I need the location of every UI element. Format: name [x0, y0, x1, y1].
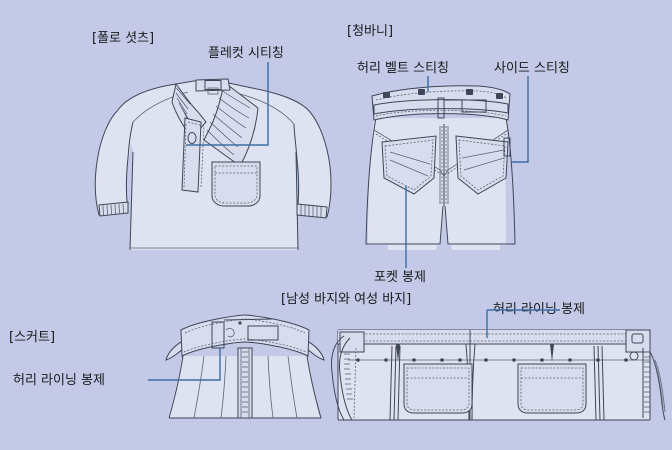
heading-skirt: [스커트] — [9, 330, 56, 345]
heading-jeans: [청바니] — [347, 24, 394, 39]
annotation-waist-belt-stitching: 허리 벨트 스티칭 — [357, 61, 449, 76]
annotation-pocket-sewing: 포켓 봉제 — [374, 270, 426, 285]
leader-side-stitching — [512, 76, 529, 163]
polo-shirt-figure — [94, 78, 332, 251]
leader-waist-lining-sewing — [148, 348, 221, 381]
pants-belt-loop-dots — [356, 358, 628, 362]
annotation-side-stitching: 사이드 스티칭 — [494, 61, 570, 76]
mens-womens-pants-figure — [331, 329, 666, 421]
polo-collar-right-ribbing — [206, 89, 251, 156]
skirt-zipper — [237, 347, 253, 419]
polo-right-cuff-ribbing — [300, 204, 322, 218]
heading-mens-womens-pants: [남성 바지와 여성 바지] — [281, 292, 412, 307]
pants-right-zip-teeth — [644, 351, 650, 413]
heading-polo-shirt: [폴로 셧츠] — [92, 31, 155, 46]
annotation-waist-lining-sewing: 허리 라이닝 봉제 — [13, 373, 105, 388]
annotation-placket-stitching: 플레컷 시티칭 — [208, 46, 284, 61]
skirt-figure — [165, 314, 325, 419]
leader-placket-stitching — [186, 62, 269, 146]
polo-left-cuff-ribbing — [102, 203, 124, 216]
jeans-fly-stitching — [439, 126, 449, 204]
pants-left-zip-teeth — [344, 353, 353, 400]
jeans-figure — [365, 85, 516, 250]
